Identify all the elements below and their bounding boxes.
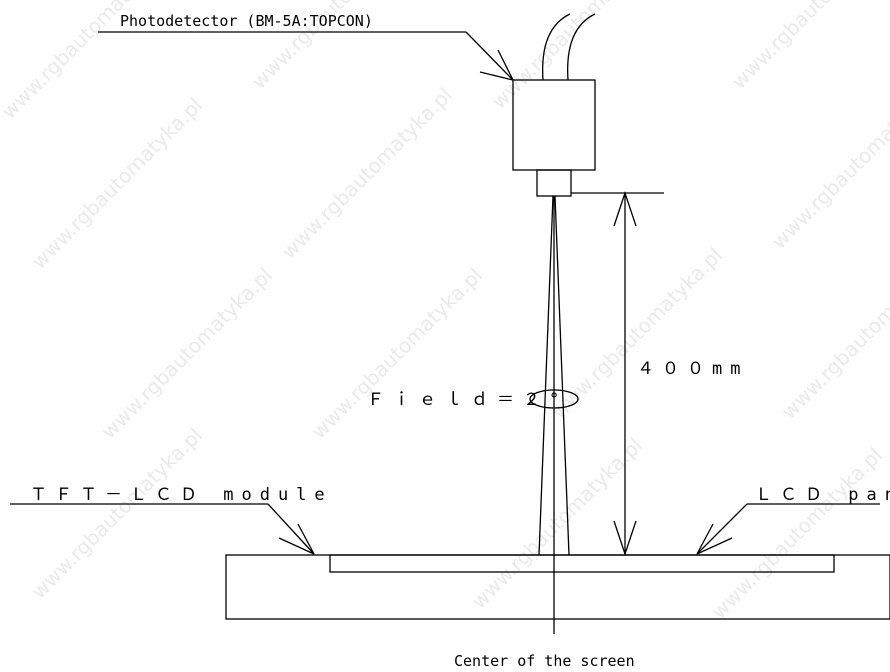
leader-arrowhead: [479, 71, 514, 81]
watermark-layer: www.rgbautomatyka.pl www.rgbautomatyka.p…: [0, 0, 890, 624]
leader-arrowhead: [696, 537, 733, 555]
leader-arrowhead: [278, 537, 315, 555]
watermark: www.rgbautomatyka.pl: [777, 243, 890, 424]
tft-module-leader: [267, 503, 315, 555]
photodetector-body: [512, 79, 596, 171]
dimension-arrowhead-top: [613, 190, 637, 227]
dimension-arrowhead-bottom: [613, 520, 637, 557]
watermark: www.rgbautomatyka.pl: [487, 0, 668, 114]
watermark: www.rgbautomatyka.pl: [727, 0, 890, 94]
watermark: www.rgbautomatyka.pl: [97, 263, 278, 444]
tft-module-label: ＴＦＴ－ＬＣＤ module: [30, 485, 333, 505]
lcd-panel-label: ＬＣＤ panel: [755, 485, 890, 505]
lcd-panel: [329, 554, 835, 573]
leader-arrowhead: [497, 49, 514, 81]
leader-arrowhead: [696, 523, 714, 555]
photodetector-lens: [536, 169, 572, 197]
field-label: Ｆｉｅｌｄ＝２°: [367, 390, 568, 410]
photodetector-leader: [465, 31, 514, 81]
center-label: Center of the screen: [454, 652, 635, 670]
watermark: www.rgbautomatyka.pl: [27, 93, 208, 274]
watermark: www.rgbautomatyka.pl: [307, 263, 488, 444]
watermark: www.rgbautomatyka.pl: [547, 243, 728, 424]
distance-label: ４００mm: [637, 359, 748, 379]
field-cone-line: [538, 195, 554, 556]
watermark: www.rgbautomatyka.pl: [707, 443, 888, 624]
lcd-panel-leader: [696, 503, 748, 555]
watermark: www.rgbautomatyka.pl: [27, 423, 208, 604]
photodetector-cable: [566, 13, 596, 81]
tft-lcd-module-body: [225, 554, 890, 620]
watermark: www.rgbautomatyka.pl: [467, 433, 648, 614]
photodetector-label: Photodetector (BM-5A:TOPCON): [120, 12, 373, 30]
leader-arrowhead: [297, 523, 315, 555]
photodetector-cable: [541, 13, 571, 81]
watermark: www.rgbautomatyka.pl: [767, 73, 890, 254]
watermark: www.rgbautomatyka.pl: [277, 83, 458, 264]
field-cone-line: [554, 195, 570, 556]
